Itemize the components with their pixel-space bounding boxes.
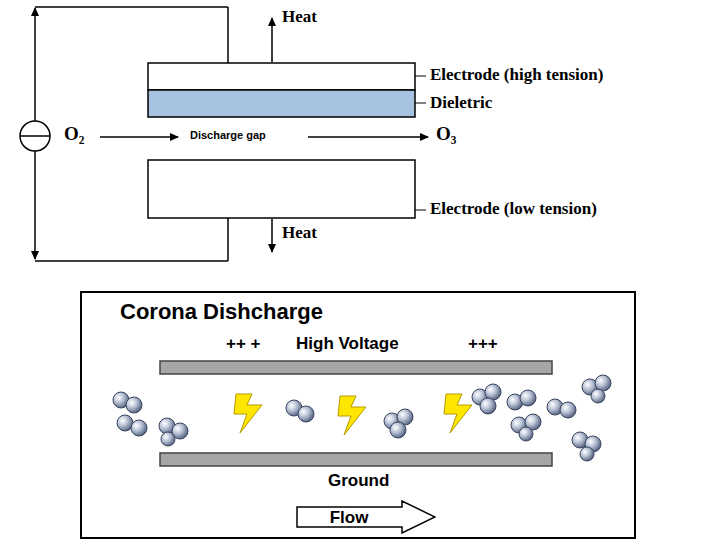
charge-sign: ++ + [226, 335, 261, 354]
flow-label: Flow [330, 508, 369, 528]
diagram-frame: Corona DishchargeFlow [80, 291, 636, 539]
low-tension-electrode [148, 160, 415, 218]
heat-label: Heat [282, 8, 317, 27]
part-label: Dieletric [430, 94, 492, 113]
high-tension-electrode [148, 63, 415, 90]
part-label: Electrode (low tension) [430, 200, 597, 219]
part-label: Electrode (high tension) [430, 66, 603, 85]
gas-label: O₃ [436, 124, 456, 145]
leader-line [415, 76, 426, 210]
gap-label: Discharge gap [190, 129, 266, 141]
ground-label: Ground [328, 472, 389, 491]
arrow [100, 18, 428, 252]
charge-sign: +++ [468, 335, 498, 354]
ground-plate [160, 453, 552, 466]
lightning-bolt [234, 394, 472, 435]
molecule [113, 375, 611, 461]
diagram-title: Corona Dishcharge [120, 299, 323, 325]
dielectric-layer [148, 90, 415, 117]
heat-label: Heat [282, 224, 317, 243]
voltage-label: High Voltage [296, 335, 399, 354]
flow-arrow: Flow [296, 500, 436, 534]
high-voltage-plate [160, 361, 552, 374]
gas-label: O₂ [64, 124, 84, 145]
